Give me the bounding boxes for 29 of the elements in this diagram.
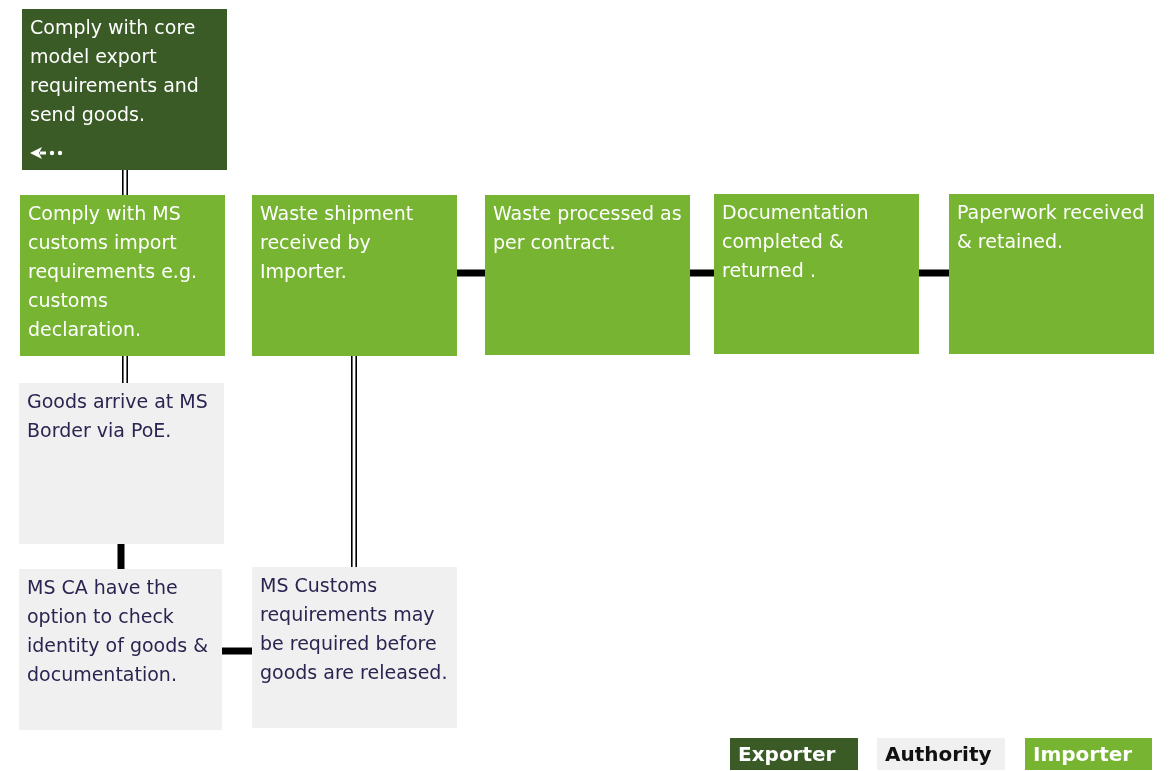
connector-line [117,544,125,569]
step-text: Goods arrive at MS Border via PoE. [27,389,209,443]
process-box [485,195,690,355]
step-text: MS Customs requirements may be required before goods are released. [260,573,449,685]
process-box [252,195,457,356]
step-text: Waste shipment received by Importer. [260,201,415,284]
connector-line [690,269,714,277]
step-text: Comply with MS customs import requirements e.g. customs declaration. [28,201,198,342]
process-box [22,9,227,170]
connector-line [122,355,128,384]
legend-key: Authority [877,738,1005,770]
connector-line [351,355,357,568]
step-text: Paperwork received & retained. [957,200,1146,254]
process-box [949,194,1154,354]
step-text: MS CA have the option to check identity of goods & documentation. [27,575,209,687]
legend-key: Importer [1025,738,1152,770]
step-text: Documentation completed & returned . [722,200,870,283]
connector-line [122,169,128,196]
process-box [19,569,222,730]
process-box [20,195,225,356]
connector-line [457,269,485,277]
connector-line [222,647,252,655]
connector-line [919,269,949,277]
step-text: Waste processed as per contract. [493,201,682,255]
process-box [19,383,224,544]
process-box [714,194,919,354]
step-text: Comply with core model export requirements and send goods. [30,15,200,127]
process-box [252,567,457,728]
legend-key: Exporter [730,738,858,770]
